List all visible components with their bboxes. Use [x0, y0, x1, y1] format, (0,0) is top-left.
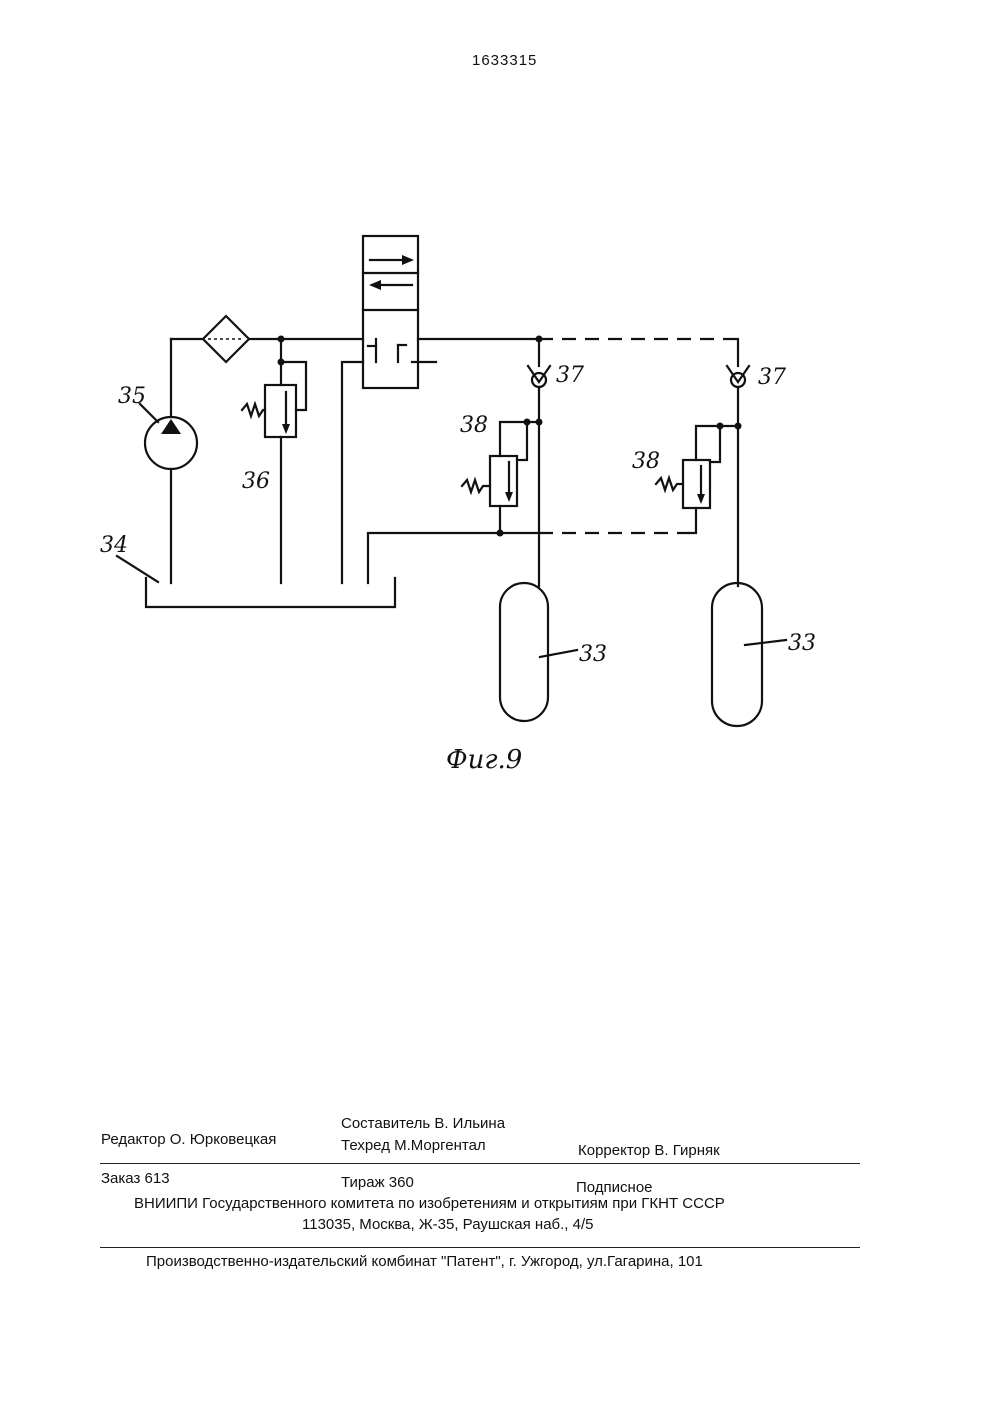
tank-leader: [115, 554, 160, 584]
arrow-head-icon: [697, 494, 705, 504]
check-valve-seat: [725, 364, 751, 384]
arrow-right-icon: [402, 255, 414, 265]
reducing-spring-icon: [654, 474, 685, 494]
pump-leader: [138, 402, 160, 424]
reducing-valve-pilot: [515, 420, 529, 462]
imprint-techred: Техред М.Моргентал: [341, 1137, 486, 1154]
cylinder-33-right: [710, 581, 764, 728]
imprint-circulation: Тираж 360: [341, 1174, 414, 1191]
imprint-publisher: ВНИИПИ Государственного комитета по изоб…: [134, 1195, 725, 1212]
tank-outline: [144, 576, 397, 609]
relief-valve-label: 36: [242, 469, 270, 494]
imprint-compiler: Составитель В. Ильина: [341, 1115, 506, 1132]
relief-pilot-line: [279, 360, 308, 412]
imprint-editor: Редактор О. Юрковецкая: [101, 1131, 277, 1148]
imprint-subscription: Подписное: [576, 1179, 653, 1196]
cylinder-label: 33: [579, 642, 607, 667]
imprint-order: Заказ 613: [101, 1170, 170, 1187]
directional-valve-body: [361, 234, 420, 390]
reducing-valve-inlet: [694, 424, 740, 462]
cylinder-label: 33: [788, 631, 816, 656]
check-valve-seat: [526, 364, 552, 384]
imprint-printer: Производственно-издательский комбинат "П…: [146, 1253, 703, 1270]
reducing-valve-body: [488, 454, 519, 508]
check-valve-ball-icon: [729, 371, 747, 389]
cylinder-leader: [743, 638, 788, 647]
relief-spring-icon: [240, 400, 267, 420]
check-valve-label: 37: [758, 365, 786, 390]
tank-label: 34: [100, 533, 128, 558]
drain-return-line: [366, 531, 541, 585]
arrow-left-icon: [369, 280, 381, 290]
imprint-address: 113035, Москва, Ж-35, Раушская наб., 4/5: [302, 1216, 594, 1233]
cylinder-leader: [538, 648, 579, 659]
imprint-corrector: Корректор В. Гирняк: [578, 1142, 720, 1159]
reducing-valve-pilot: [708, 424, 722, 464]
check-valve-label: 37: [556, 363, 584, 388]
pump-triangle-icon: [161, 419, 181, 434]
arrow-head-icon: [505, 492, 513, 502]
divider: [100, 1163, 860, 1164]
check-valve-ball-icon: [530, 371, 548, 389]
valve-return-line: [340, 360, 365, 585]
reducing-valve-label: 38: [632, 449, 660, 474]
document-number: 1633315: [472, 52, 538, 69]
relief-valve-body: [263, 383, 298, 439]
hydraulic-schematic: 34 35 36: [100, 234, 816, 775]
reducing-valve-outlet: [688, 506, 698, 535]
reducing-valve-label: 38: [460, 413, 488, 438]
reducing-spring-icon: [460, 476, 492, 496]
divider: [100, 1247, 860, 1248]
reducing-valve-inlet: [498, 420, 541, 458]
cylinder-33-left: [498, 581, 550, 723]
filter-symbol: [201, 314, 251, 364]
figure-caption: Фиг.9: [446, 745, 522, 775]
reducing-valve-body: [681, 458, 712, 510]
arrow-head-icon: [282, 424, 290, 434]
pump-label: 35: [118, 384, 146, 409]
